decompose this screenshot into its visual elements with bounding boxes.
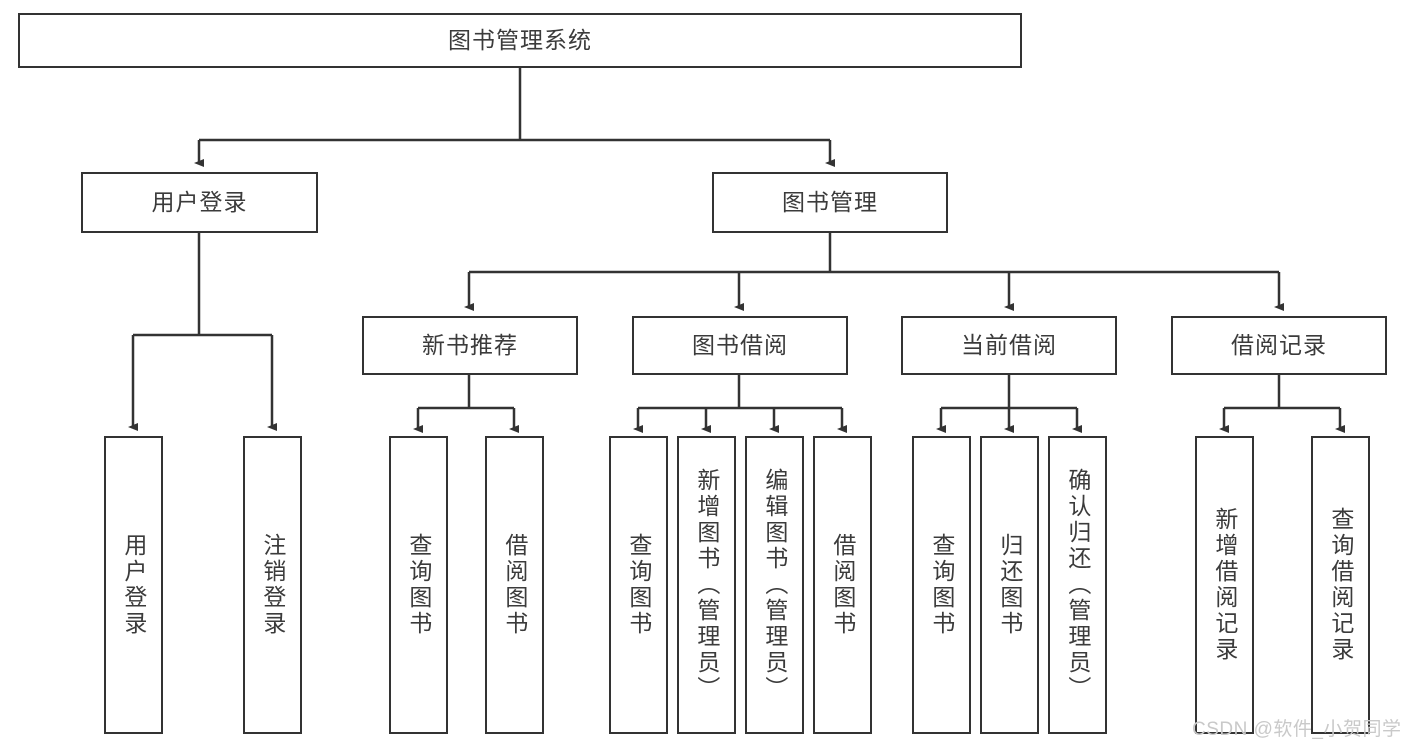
node-label: 新增图书（管理员）: [693, 468, 720, 702]
node-leaf-confirm-return-admin[interactable]: 确认归还（管理员）: [1048, 436, 1107, 734]
node-leaf-borrow-books-recommend[interactable]: 借阅图书: [485, 436, 544, 734]
node-label: 归还图书: [996, 533, 1023, 637]
node-leaf-borrow-books[interactable]: 借阅图书: [813, 436, 872, 734]
node-label: 用户登录: [120, 533, 147, 637]
node-leaf-add-borrow-record[interactable]: 新增借阅记录: [1195, 436, 1254, 734]
node-new-book-recommend[interactable]: 新书推荐: [362, 316, 578, 375]
node-leaf-query-books-recommend[interactable]: 查询图书: [389, 436, 448, 734]
node-label: 查询图书: [405, 533, 432, 637]
node-book-borrow[interactable]: 图书借阅: [632, 316, 848, 375]
node-label: 当前借阅: [961, 331, 1057, 358]
node-label: 新增借阅记录: [1211, 507, 1238, 663]
node-label: 查询图书: [625, 533, 652, 637]
node-label: 图书管理系统: [448, 26, 592, 53]
node-current-borrow[interactable]: 当前借阅: [901, 316, 1117, 375]
node-label: 注销登录: [259, 533, 286, 637]
node-user-login[interactable]: 用户登录: [81, 172, 318, 233]
node-label: 图书借阅: [692, 331, 788, 358]
node-label: 用户登录: [151, 188, 248, 215]
node-book-management[interactable]: 图书管理: [712, 172, 948, 233]
node-leaf-query-borrow-record[interactable]: 查询借阅记录: [1311, 436, 1370, 734]
node-leaf-query-books-borrow[interactable]: 查询图书: [609, 436, 668, 734]
node-leaf-user-login[interactable]: 用户登录: [104, 436, 163, 734]
node-leaf-edit-book-admin[interactable]: 编辑图书（管理员）: [745, 436, 804, 734]
node-leaf-add-book-admin[interactable]: 新增图书（管理员）: [677, 436, 736, 734]
node-label: 图书管理: [782, 188, 878, 215]
node-leaf-query-books-current[interactable]: 查询图书: [912, 436, 971, 734]
node-label: 编辑图书（管理员）: [761, 468, 788, 702]
node-label: 确认归还（管理员）: [1064, 468, 1091, 702]
node-label: 借阅图书: [829, 533, 856, 637]
node-borrow-record[interactable]: 借阅记录: [1171, 316, 1387, 375]
node-label: 借阅记录: [1231, 331, 1327, 358]
node-leaf-return-books[interactable]: 归还图书: [980, 436, 1039, 734]
node-label: 查询借阅记录: [1327, 507, 1354, 663]
node-leaf-logout[interactable]: 注销登录: [243, 436, 302, 734]
node-root-book-management-system[interactable]: 图书管理系统: [18, 13, 1022, 68]
node-label: 新书推荐: [422, 331, 518, 358]
node-label: 查询图书: [928, 533, 955, 637]
node-label: 借阅图书: [501, 533, 528, 637]
